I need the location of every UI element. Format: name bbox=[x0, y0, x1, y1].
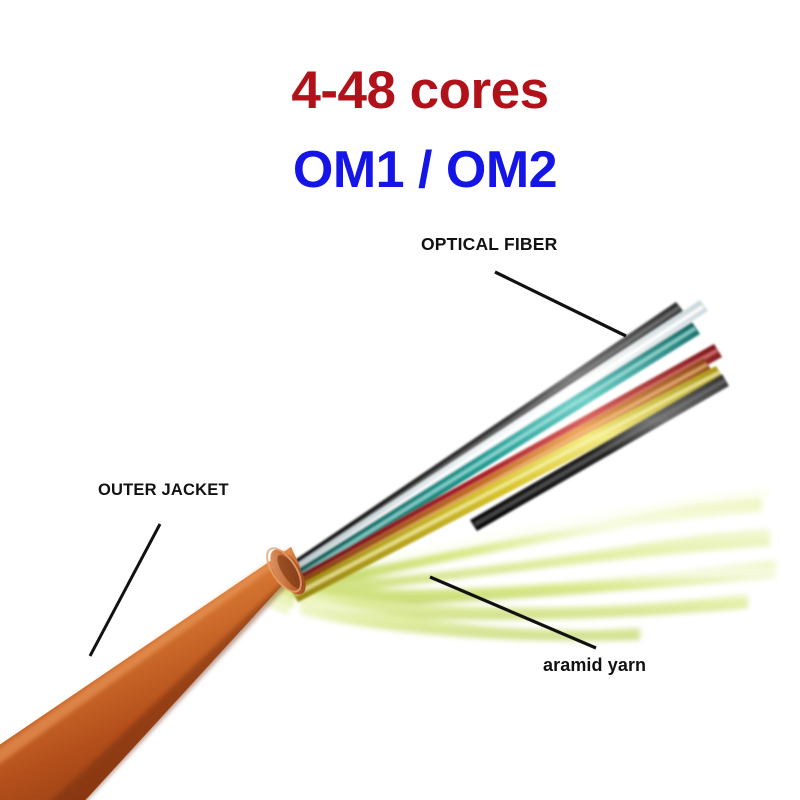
yarn-strand bbox=[296, 560, 776, 607]
aramid-yarn-bundle bbox=[292, 488, 776, 641]
jacket-highlight bbox=[0, 548, 293, 764]
label-outer-jacket: OUTER JACKET bbox=[98, 481, 229, 499]
page-title-cores: 4-48 cores bbox=[291, 61, 549, 120]
leader-aramid-yarn bbox=[429, 575, 597, 650]
jacket-body bbox=[0, 547, 300, 800]
outer-jacket bbox=[0, 547, 306, 800]
fiber-yellow bbox=[291, 366, 724, 602]
optical-fiber-bundle bbox=[286, 300, 729, 602]
yarn-strand-highlight bbox=[292, 488, 770, 586]
label-optical-fiber: OPTICAL FIBER bbox=[421, 234, 558, 254]
yarn-strand bbox=[296, 498, 762, 592]
jacket-rim-highlight bbox=[266, 547, 302, 593]
leader-outer-jacket bbox=[88, 523, 162, 657]
yarn-strand bbox=[298, 590, 748, 620]
fiber-teal bbox=[288, 322, 700, 586]
callout-leaders bbox=[88, 270, 627, 657]
yarn-strand bbox=[294, 528, 770, 598]
page-title-grade: OM1 / OM2 bbox=[292, 141, 558, 199]
jacket-shadow bbox=[52, 566, 302, 800]
leader-optical-fiber bbox=[494, 270, 627, 338]
fiber-black-low bbox=[470, 374, 729, 531]
yarn-strand bbox=[300, 594, 640, 641]
jacket-inner-wall bbox=[277, 554, 303, 590]
label-aramid-yarn: aramid yarn bbox=[543, 655, 647, 675]
